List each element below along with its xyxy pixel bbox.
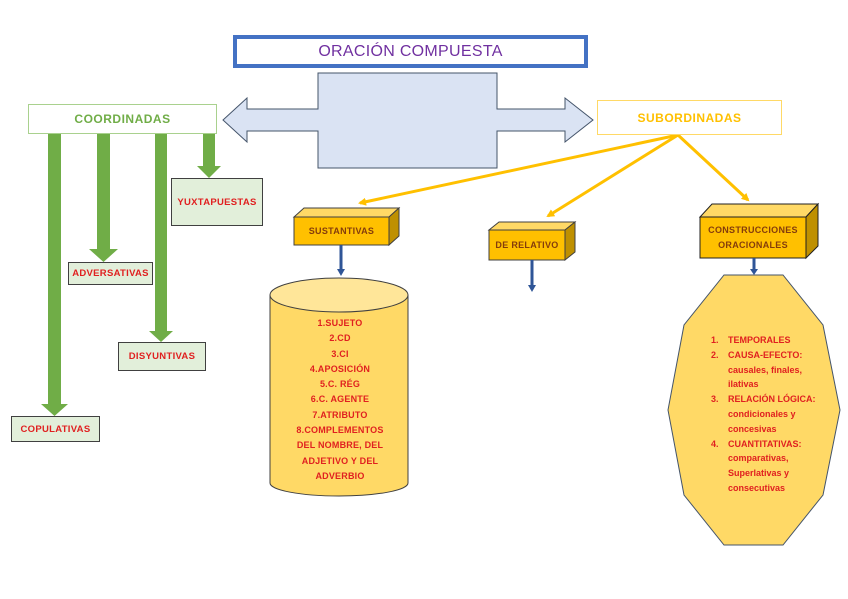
function-item: 4.APOSICIÓN	[309, 363, 371, 374]
item-text: TEMPORALES	[728, 335, 791, 345]
function-item: 6.C. AGENTE	[310, 394, 370, 405]
item-number: 3.	[711, 394, 719, 405]
construcciones-list: 1. TEMPORALES 2. CAUSA-EFECTO: causales,…	[708, 333, 830, 496]
connector-construcciones-octagon	[750, 258, 758, 275]
page-title: ORACIÓN COMPUESTA	[318, 42, 503, 60]
construccion-item: 1. TEMPORALES	[708, 333, 830, 348]
adversativas-box: ADVERSATIVAS	[68, 262, 153, 285]
de-relativo-label: DE RELATIVO	[495, 239, 559, 250]
function-item: 3.CI	[331, 348, 349, 359]
item-text: RELACIÓN LÓGICA: condicionales y concesi…	[728, 394, 816, 434]
copulativas-box: COPULATIVAS	[11, 416, 100, 442]
connector-to-construcciones	[676, 133, 750, 202]
title-box: ORACIÓN COMPUESTA	[233, 35, 588, 68]
connector-de-relativo-down	[528, 260, 536, 292]
item-number: 2.	[711, 349, 719, 360]
disyuntivas-label: DISYUNTIVAS	[128, 351, 196, 362]
function-item: 5.C. RÉG	[319, 379, 361, 390]
construccion-item: 2. CAUSA-EFECTO: causales, finales, ilat…	[708, 348, 830, 392]
double-arrow	[222, 72, 594, 169]
octagon-construcciones	[667, 274, 841, 546]
yuxtapuestas-label: YUXTAPUESTAS	[177, 196, 257, 208]
arrow-to-adversativas	[89, 134, 118, 262]
arrow-to-yuxtapuestas	[197, 134, 221, 178]
disyuntivas-box: DISYUNTIVAS	[118, 342, 206, 371]
function-item: 7.ATRIBUTO	[312, 409, 368, 420]
construccion-item: 4. CUANTITATIVAS: comparativas, Superlat…	[708, 437, 830, 496]
item-number: 1.	[711, 335, 719, 345]
coordinadas-arrows	[41, 134, 221, 416]
sustantivas-functions-list: 1.SUJETO 2.CD 3.CI 4.APOSICIÓN 5.C. RÉG …	[272, 316, 408, 484]
item-text: CUANTITATIVAS: comparativas, Superlativa…	[728, 438, 802, 493]
function-item: 2.CD	[329, 333, 351, 344]
arrow-to-copulativas	[41, 134, 68, 416]
connector-to-de-relativo	[546, 133, 679, 218]
function-item: 1.SUJETO	[317, 318, 363, 328]
function-item: 8.COMPLEMENTOS DEL NOMBRE, DEL ADJETIVO …	[296, 425, 384, 481]
cube-de-relativo	[487, 220, 577, 262]
sustantivas-label: SUSTANTIVAS	[308, 225, 375, 236]
cube-construcciones	[698, 202, 820, 260]
connector-to-sustantivas	[358, 133, 679, 206]
item-text: CAUSA-EFECTO: causales, finales, ilativa…	[728, 349, 803, 390]
construccion-item: 3. RELACIÓN LÓGICA: condicionales y conc…	[708, 392, 830, 436]
coordinadas-label: COORDINADAS	[74, 112, 171, 126]
cylinder-sustantivas	[269, 277, 409, 497]
subordinadas-box: SUBORDINADAS	[597, 100, 782, 135]
blue-connectors	[337, 245, 758, 292]
item-number: 4.	[711, 438, 719, 449]
connector-sustantivas-cylinder	[337, 245, 345, 276]
cube-sustantivas	[292, 206, 401, 247]
yuxtapuestas-box: YUXTAPUESTAS	[171, 178, 263, 226]
copulativas-label: COPULATIVAS	[20, 423, 91, 435]
arrow-to-disyuntivas	[149, 134, 173, 342]
subordinadas-connectors	[358, 133, 750, 218]
subordinadas-label: SUBORDINADAS	[637, 110, 742, 125]
construcciones-label: CONSTRUCCIONES ORACIONALES	[708, 225, 798, 250]
adversativas-label: ADVERSATIVAS	[72, 268, 149, 279]
coordinadas-box: COORDINADAS	[28, 104, 217, 134]
